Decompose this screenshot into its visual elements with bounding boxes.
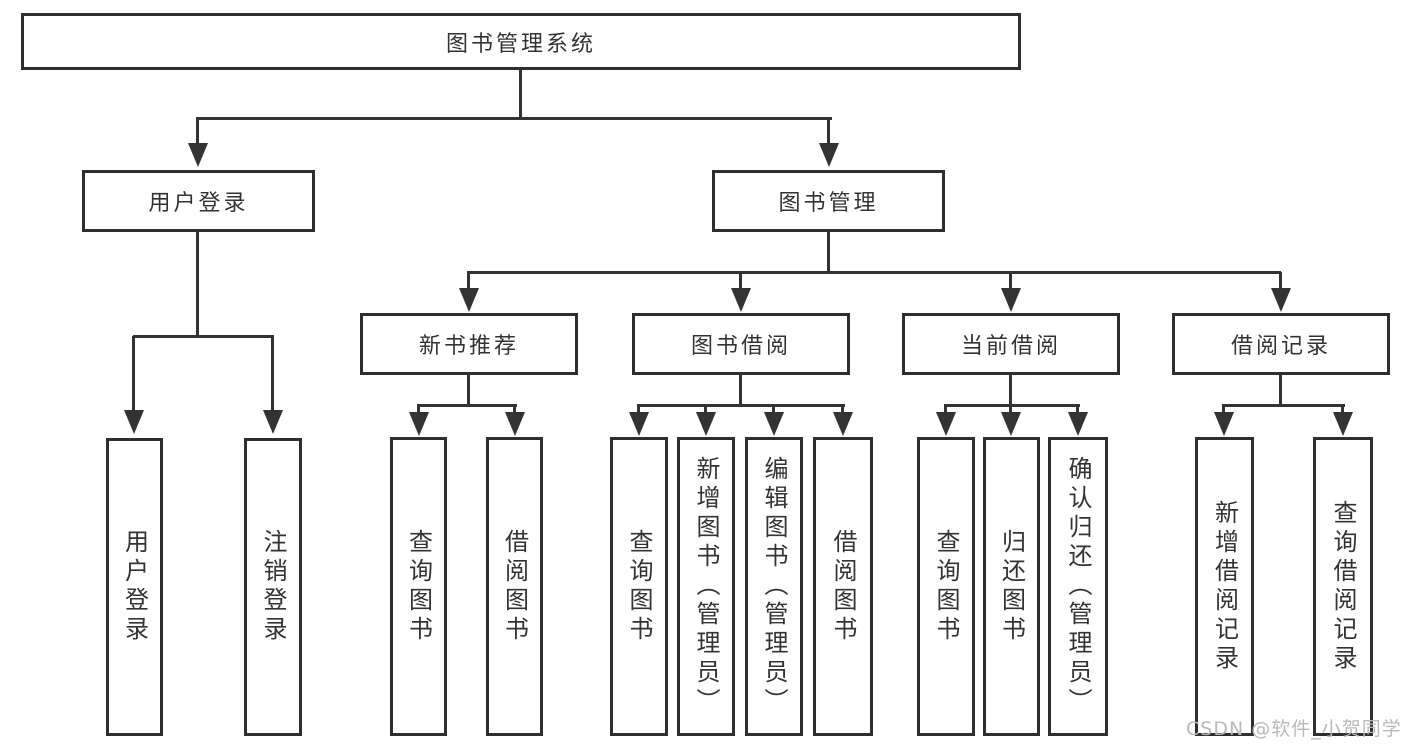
arrow-shaft	[1009, 272, 1012, 290]
leaf-query-borrow-record-label: 查询借阅记录	[1329, 499, 1357, 674]
arrow-shaft	[1009, 405, 1012, 417]
leaf-confirm-return-admin-label: 确认归还（管理员）	[1064, 456, 1092, 717]
leaf-logout: 注销登录	[244, 438, 302, 736]
leaf-query-books-2: 查询图书	[610, 437, 668, 736]
arrow-shaft	[1341, 405, 1344, 417]
arrow-head	[1001, 412, 1021, 436]
leaf-add-books-admin: 新增图书（管理员）	[677, 437, 735, 736]
connector-new-book-stem	[467, 375, 470, 407]
leaf-user-login-label: 用户登录	[120, 529, 149, 645]
node-user-login-label: 用户登录	[148, 191, 249, 216]
leaf-query-books-3-label: 查询图书	[932, 528, 960, 645]
leaf-query-borrow-record: 查询借阅记录	[1313, 437, 1373, 736]
arrow-shaft	[467, 272, 470, 290]
arrow-head	[188, 143, 208, 167]
arrow-head	[409, 412, 429, 436]
connector-root-stem	[519, 69, 522, 120]
node-book-borrowing: 图书借阅	[632, 313, 850, 375]
leaf-confirm-return-admin: 确认归还（管理员）	[1048, 437, 1108, 736]
connector-book-management-stem	[827, 232, 830, 273]
arrow-head	[764, 412, 784, 436]
node-borrowing-records: 借阅记录	[1172, 313, 1390, 375]
leaf-edit-books-admin: 编辑图书（管理员）	[745, 437, 803, 736]
connector-current-borrowing-rail	[944, 404, 1080, 407]
leaf-add-books-admin-label: 新增图书（管理员）	[692, 456, 720, 717]
arrow-shaft	[132, 336, 135, 412]
node-book-borrowing-label: 图书借阅	[690, 334, 791, 359]
leaf-query-books-1: 查询图书	[390, 437, 447, 736]
leaf-return-books: 归还图书	[983, 437, 1040, 736]
leaf-borrow-books-1-label: 借阅图书	[500, 528, 529, 645]
arrow-shaft	[417, 405, 420, 417]
leaf-query-books-1-label: 查询图书	[404, 528, 433, 645]
connector-user-login-rail	[133, 335, 274, 338]
leaf-query-books-2-label: 查询图书	[625, 528, 653, 645]
arrow-head	[459, 288, 479, 312]
arrow-shaft	[1076, 405, 1079, 417]
node-root: 图书管理系统	[21, 13, 1021, 70]
arrow-head	[1333, 412, 1353, 436]
arrow-shaft	[271, 336, 274, 412]
node-current-borrowing: 当前借阅	[902, 313, 1120, 375]
connector-book-borrowing-stem	[739, 375, 742, 407]
arrow-shaft	[196, 118, 199, 146]
node-new-book-recommend: 新书推荐	[360, 313, 578, 375]
arrow-head	[731, 288, 751, 312]
arrow-head	[833, 412, 853, 436]
leaf-user-login: 用户登录	[106, 438, 163, 736]
leaf-query-books-3: 查询图书	[917, 437, 975, 736]
leaf-add-borrow-record-label: 新增借阅记录	[1210, 499, 1239, 674]
node-current-borrowing-label: 当前借阅	[960, 334, 1061, 359]
arrow-head	[124, 410, 144, 434]
node-user-login: 用户登录	[82, 170, 315, 232]
arrow-shaft	[1279, 272, 1282, 290]
arrow-shaft	[772, 405, 775, 417]
leaf-borrow-books-2-label: 借阅图书	[829, 528, 857, 645]
arrow-head	[819, 143, 839, 167]
node-book-management: 图书管理	[712, 170, 945, 232]
connector-borrowing-records-rail	[1222, 404, 1345, 407]
leaf-borrow-books-1: 借阅图书	[486, 437, 543, 736]
node-new-book-recommend-label: 新书推荐	[418, 334, 519, 359]
arrow-shaft	[841, 405, 844, 417]
arrow-head	[1271, 288, 1291, 312]
leaf-logout-label: 注销登录	[259, 529, 287, 645]
connector-user-login-stem	[196, 232, 199, 338]
arrow-head	[505, 412, 525, 436]
connector-book-management-rail	[467, 271, 1281, 274]
arrow-head	[936, 412, 956, 436]
arrow-head	[1068, 412, 1088, 436]
arrow-shaft	[1222, 405, 1225, 417]
node-book-management-label: 图书管理	[778, 191, 879, 216]
node-borrowing-records-label: 借阅记录	[1230, 334, 1331, 359]
arrow-shaft	[637, 405, 640, 417]
leaf-edit-books-admin-label: 编辑图书（管理员）	[760, 456, 788, 717]
leaf-add-borrow-record: 新增借阅记录	[1195, 437, 1254, 736]
leaf-return-books-label: 归还图书	[997, 528, 1026, 645]
arrow-head	[1214, 412, 1234, 436]
arrow-shaft	[739, 272, 742, 290]
connector-current-borrowing-stem	[1009, 375, 1012, 407]
arrow-head	[263, 410, 283, 434]
watermark: CSDN @软件_小贺同学	[1186, 718, 1402, 740]
arrow-shaft	[513, 405, 516, 417]
connector-book-borrowing-rail	[637, 404, 845, 407]
arrow-head	[1001, 288, 1021, 312]
connector-new-book-rail	[417, 404, 517, 407]
arrow-shaft	[827, 118, 830, 146]
arrow-head	[696, 412, 716, 436]
connector-borrowing-records-stem	[1279, 375, 1282, 407]
node-root-label: 图书管理系统	[445, 31, 596, 57]
arrow-shaft	[944, 405, 947, 417]
arrow-head	[629, 412, 649, 436]
connector-root-rail	[196, 117, 832, 120]
arrow-shaft	[704, 405, 707, 417]
leaf-borrow-books-2: 借阅图书	[813, 437, 873, 736]
